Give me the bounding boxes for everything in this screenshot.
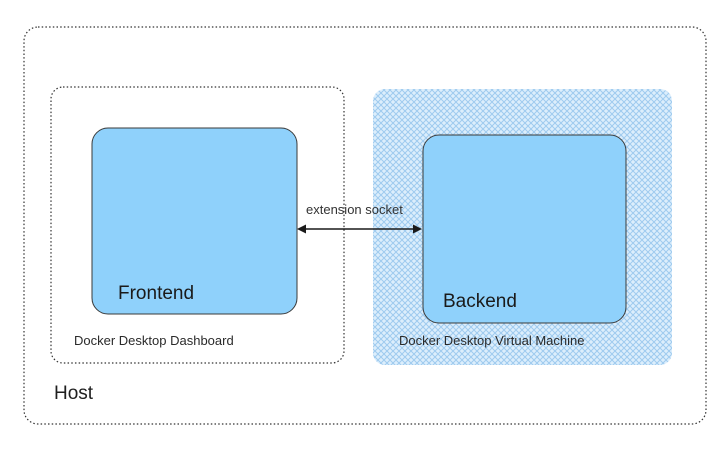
- backend-label: Backend: [443, 291, 517, 312]
- vm-label: Docker Desktop Virtual Machine: [399, 333, 585, 348]
- host-label: Host: [54, 383, 94, 404]
- dashboard-label: Docker Desktop Dashboard: [74, 333, 234, 348]
- backend-box: [422, 134, 627, 324]
- dashboard-container: [50, 86, 345, 364]
- frontend-label: Frontend: [118, 283, 195, 304]
- frontend-box: [91, 127, 298, 315]
- extension-socket-label: extension socket: [306, 202, 403, 217]
- arrowhead-right-icon: [413, 224, 422, 234]
- host-container: [23, 26, 707, 425]
- arrowhead-left-icon: [297, 224, 306, 234]
